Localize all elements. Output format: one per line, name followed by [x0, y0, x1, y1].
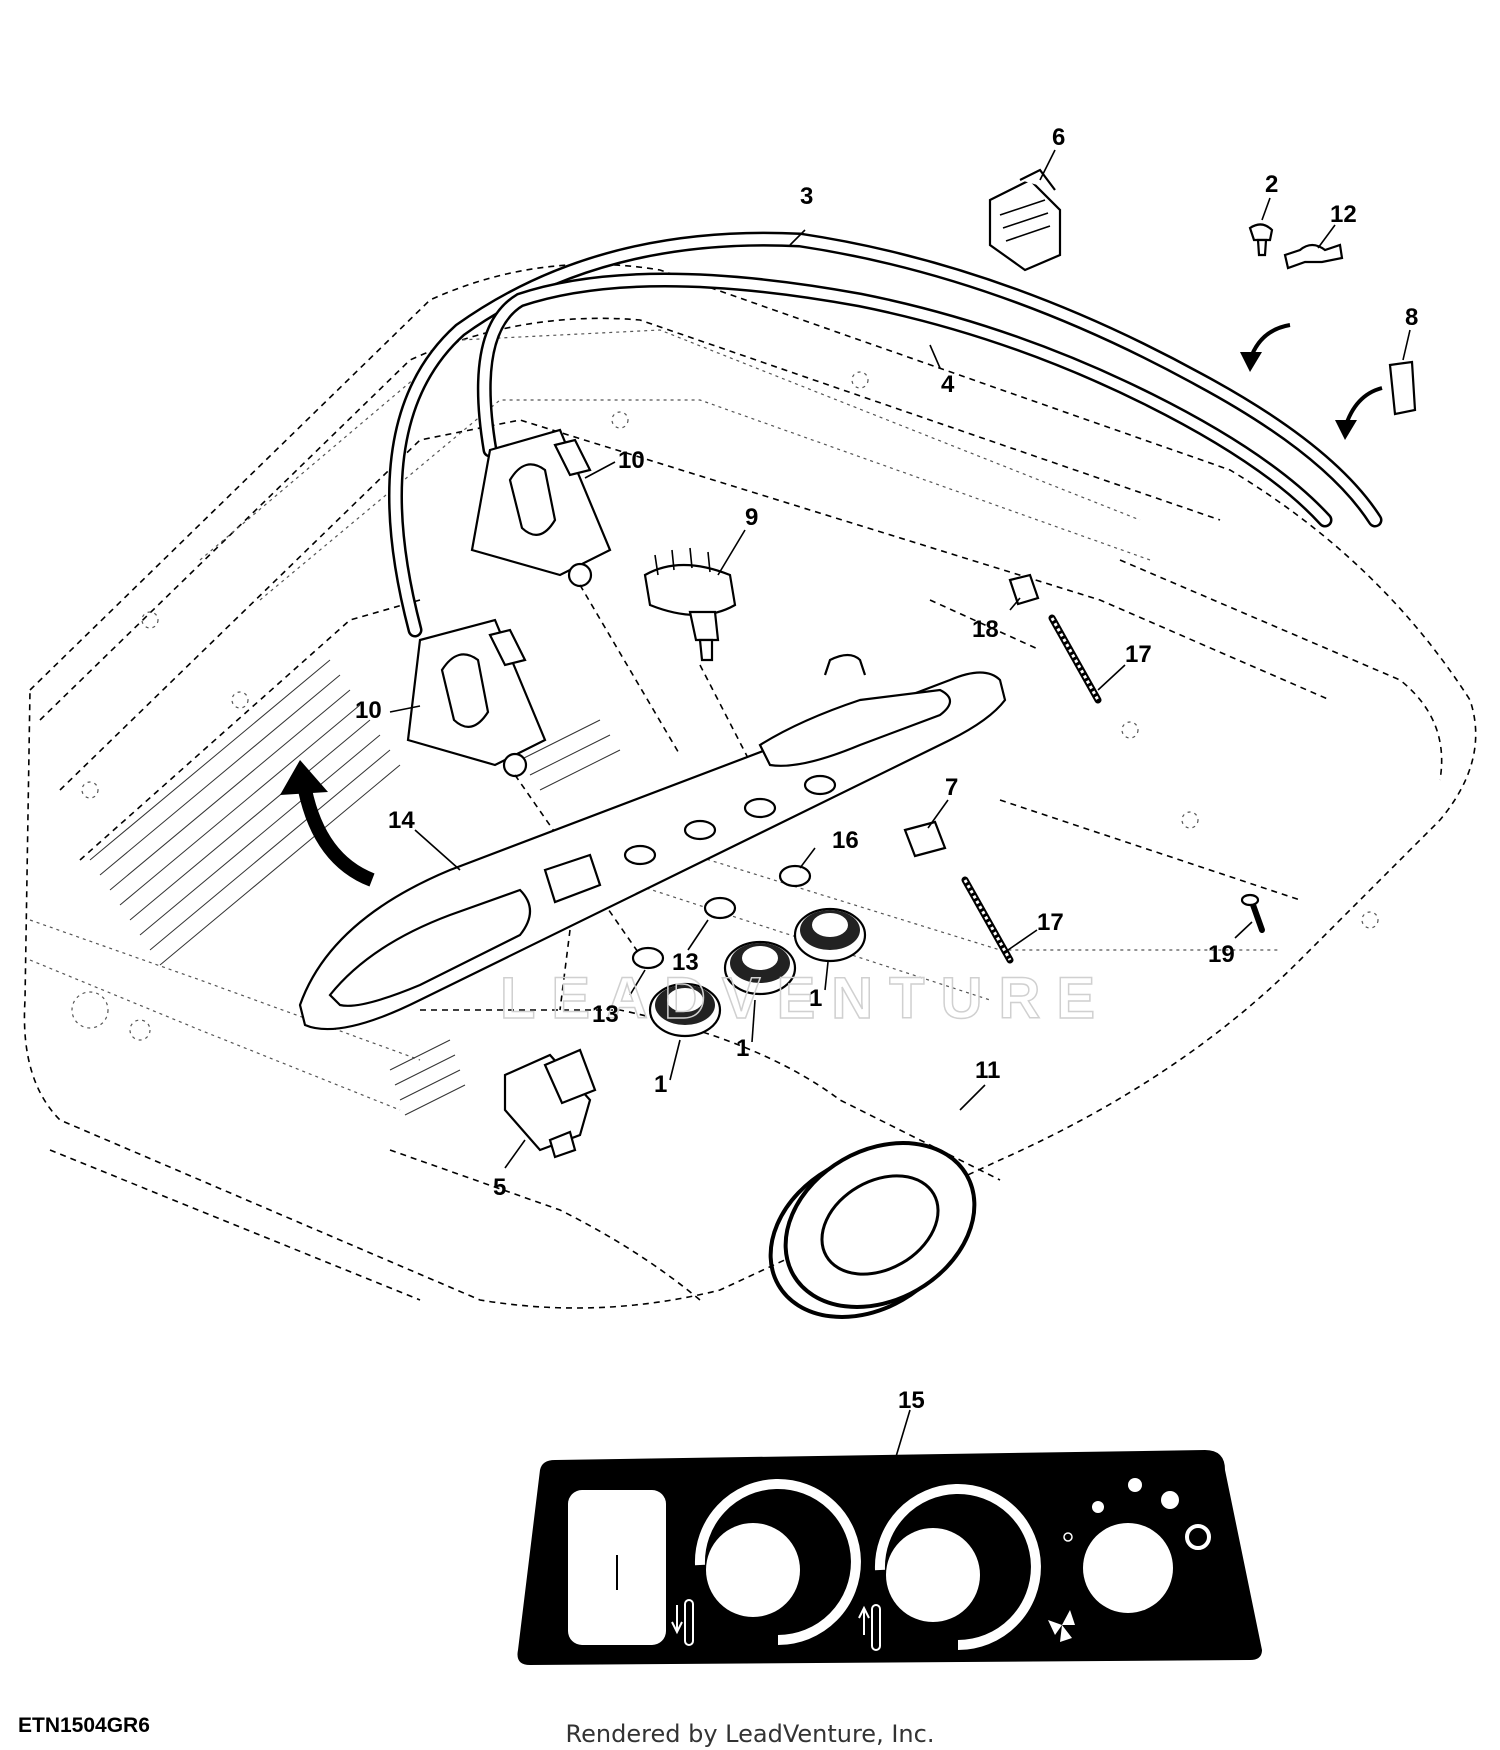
- phantom-vehicle-outline: [23, 263, 1477, 1309]
- clip-7: [903, 820, 947, 858]
- dash-panel-14: [298, 653, 1007, 1031]
- leader-lines: [389, 149, 1411, 1461]
- callout-labels: 1 1 1 1 2 3 4 5 6 7 8 9 10 10 11 12 13 1…: [355, 124, 1418, 1414]
- callout-14: 14: [388, 807, 415, 834]
- callout-10: 10: [618, 447, 645, 474]
- render-credit: Rendered by LeadVenture, Inc.: [565, 1720, 935, 1748]
- connector-6: [988, 168, 1062, 272]
- hose-3: [388, 231, 1383, 638]
- callout-5: 5: [493, 1174, 506, 1201]
- callout-12: 12: [1330, 201, 1357, 228]
- clip-8: [1388, 360, 1417, 416]
- control-decal-15: [517, 1450, 1262, 1665]
- callout-2: 2: [1265, 171, 1278, 198]
- screw-19: [1240, 893, 1265, 933]
- callout-17: 17: [1037, 909, 1064, 936]
- rocker-switch-5: [503, 1048, 597, 1159]
- callout-17: 17: [1125, 641, 1152, 668]
- hose-4: [476, 272, 1333, 528]
- grille-hatching: [89, 659, 621, 1116]
- clip-18: [1008, 573, 1040, 606]
- knob-1-c: [793, 907, 867, 963]
- bezel-ring-13-b: [703, 896, 737, 920]
- callout-15: 15: [898, 1387, 925, 1414]
- figure-code: ETN1504GR6: [18, 1714, 150, 1737]
- callout-3: 3: [800, 183, 813, 210]
- clamp-12: [1283, 243, 1344, 270]
- callout-1: 1: [736, 1035, 749, 1062]
- bezel-ring-13-a: [631, 946, 665, 970]
- screw-17-upper: [1048, 614, 1102, 704]
- callout-9: 9: [745, 504, 758, 531]
- vent-housing-10-lower: [406, 618, 547, 778]
- callout-7: 7: [945, 774, 958, 801]
- callout-16: 16: [832, 827, 859, 854]
- callout-8: 8: [1405, 304, 1418, 331]
- callout-10: 10: [355, 697, 382, 724]
- callout-19: 19: [1208, 941, 1235, 968]
- callout-6: 6: [1052, 124, 1065, 151]
- screw-2: [1248, 223, 1274, 257]
- screw-17-lower: [961, 876, 1014, 964]
- knob-1-a: [648, 982, 722, 1038]
- callout-11: 11: [975, 1057, 1000, 1084]
- vent-housing-10-upper: [470, 428, 612, 588]
- callout-4: 4: [941, 371, 955, 398]
- knob-1-b: [723, 940, 797, 996]
- callout-1: 1: [654, 1071, 667, 1098]
- callout-13: 13: [672, 949, 699, 976]
- callout-18: 18: [972, 616, 999, 643]
- callout-13: 13: [592, 1001, 619, 1028]
- direction-arrows: [280, 323, 1383, 887]
- bezel-ring-16: [778, 864, 812, 888]
- watermark: LEADVENTURE: [500, 966, 1111, 1031]
- callout-1: 1: [809, 985, 822, 1012]
- blower-switch-9: [643, 547, 737, 662]
- trim-ring-11: [768, 1141, 977, 1319]
